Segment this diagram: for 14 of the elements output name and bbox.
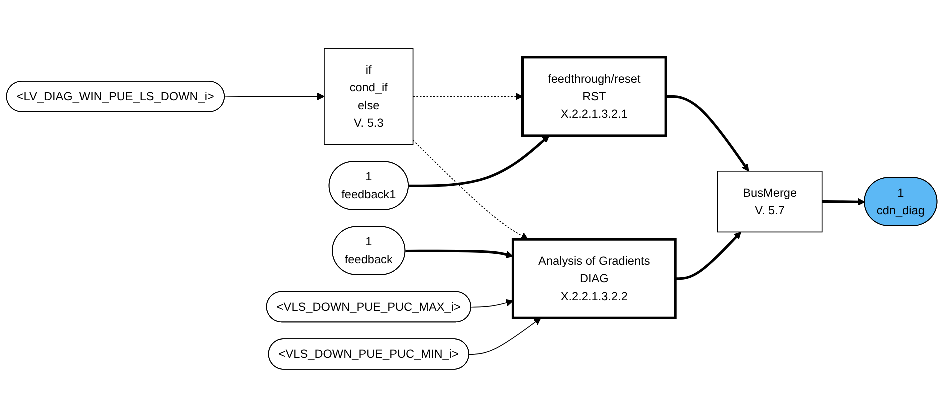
arrow [469, 318, 542, 356]
arrow [666, 95, 750, 172]
node-box: BusMerge V. 5.7 [717, 171, 823, 233]
node-box: feedthrough/reset RST X.2.2.1.3.2.1 [521, 56, 668, 138]
node-box: Analysis of Gradients DIAG X.2.2.1.3.2.2 [512, 238, 677, 320]
arrow [408, 136, 550, 188]
arrow [224, 92, 325, 100]
node-box: if cond_if else V. 5.3 [324, 48, 414, 146]
arrow [406, 250, 514, 258]
arrow [412, 92, 524, 100]
arrow [471, 299, 514, 308]
arrow [676, 232, 742, 280]
arrow [412, 140, 528, 240]
arrow [822, 198, 866, 206]
